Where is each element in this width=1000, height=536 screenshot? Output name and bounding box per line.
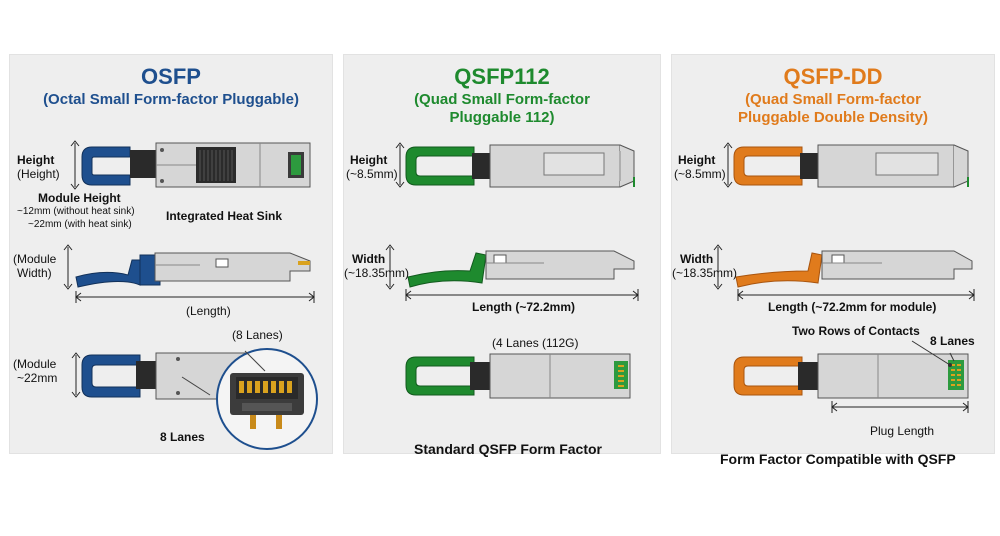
osfp-panel: OSFP (Octal Small Form-factor Pluggable)	[9, 54, 333, 454]
qsfpdd-bottom-title: Form Factor Compatible with QSFP	[720, 451, 956, 467]
osfp-module-sub: ~22mm	[17, 371, 58, 385]
qsfpdd-length-label: Length (~72.2mm for module)	[768, 300, 937, 314]
osfp-module-width-sub: Width)	[17, 266, 52, 280]
qsfpdd-subtitle-line2: Pluggable Double Density)	[737, 109, 929, 126]
qsfp112-side-module	[385, 244, 639, 301]
qsfpdd-width-label: Width	[680, 252, 714, 266]
qsfp112-title: QSFP112	[454, 64, 550, 89]
osfp-title: OSFP	[141, 64, 201, 89]
qsfpdd-illustrations	[713, 142, 975, 413]
qsfp112-illustrations	[385, 142, 639, 399]
osfp-length-label: (Length)	[186, 304, 231, 318]
qsfp112-subtitle-line2: Pluggable 112)	[449, 109, 555, 126]
osfp-module-height-title: Module Height	[38, 191, 121, 205]
qsfp112-width-sub: (~18.35mm)	[344, 266, 410, 280]
qsfp112-height-sub: (~8.5mm)	[346, 167, 398, 181]
qsfp112-bottom-title: Standard QSFP Form Factor	[414, 441, 602, 457]
osfp-side-module	[63, 244, 315, 303]
qsfp112-subtitle-line1: (Quad Small Form-factor	[414, 91, 590, 108]
osfp-bottom-module	[71, 348, 318, 450]
osfp-lanes-top-label: (8 Lanes)	[232, 328, 283, 342]
osfp-top-module	[70, 140, 311, 190]
qsfpdd-subtitle-line1: (Quad Small Form-factor	[745, 91, 921, 108]
osfp-height-label: Height	[17, 153, 55, 167]
qsfp112-top-module	[395, 142, 635, 188]
qsfpdd-plug-length-label: Plug Length	[870, 424, 935, 438]
osfp-illustrations	[63, 140, 318, 450]
qsfp112-length-label: Length (~72.2mm)	[472, 300, 576, 314]
osfp-lanes-label: 8 Lanes	[160, 430, 205, 444]
qsfpdd-width-sub: (~18.35mm)	[672, 266, 738, 280]
qsfpdd-panel: QSFP-DD (Quad Small Form-factor Pluggabl…	[671, 54, 995, 467]
qsfp112-bottom-module	[405, 353, 631, 399]
osfp-height-sub: (Height)	[17, 167, 60, 181]
qsfpdd-height-label: Height	[678, 153, 716, 167]
qsfp112-width-label: Width	[352, 252, 386, 266]
qsfpdd-bottom-module	[733, 340, 969, 413]
osfp-heat-sink-label: Integrated Heat Sink	[166, 209, 283, 223]
qsfpdd-title: QSFP-DD	[783, 64, 883, 89]
qsfpdd-top-module	[723, 142, 969, 188]
qsfp112-height-label: Height	[350, 153, 388, 167]
qsfpdd-side-module	[713, 244, 975, 301]
qsfp112-lanes-label: (4 Lanes (112G)	[492, 336, 579, 350]
osfp-module-height-line2: ~22mm (with heat sink)	[28, 219, 132, 230]
qsfp112-panel: QSFP112 (Quad Small Form-factor Pluggabl…	[343, 54, 661, 457]
qsfpdd-contacts-label: Two Rows of Contacts	[792, 324, 920, 338]
qsfpdd-height-sub: (~8.5mm)	[674, 167, 726, 181]
osfp-module-width-label: (Module	[13, 252, 57, 266]
osfp-subtitle: (Octal Small Form-factor Pluggable)	[43, 91, 299, 108]
osfp-module-label: (Module	[13, 357, 57, 371]
qsfpdd-lanes-label: 8 Lanes	[930, 334, 975, 348]
osfp-module-height-line1: ~12mm (without heat sink)	[17, 206, 135, 217]
